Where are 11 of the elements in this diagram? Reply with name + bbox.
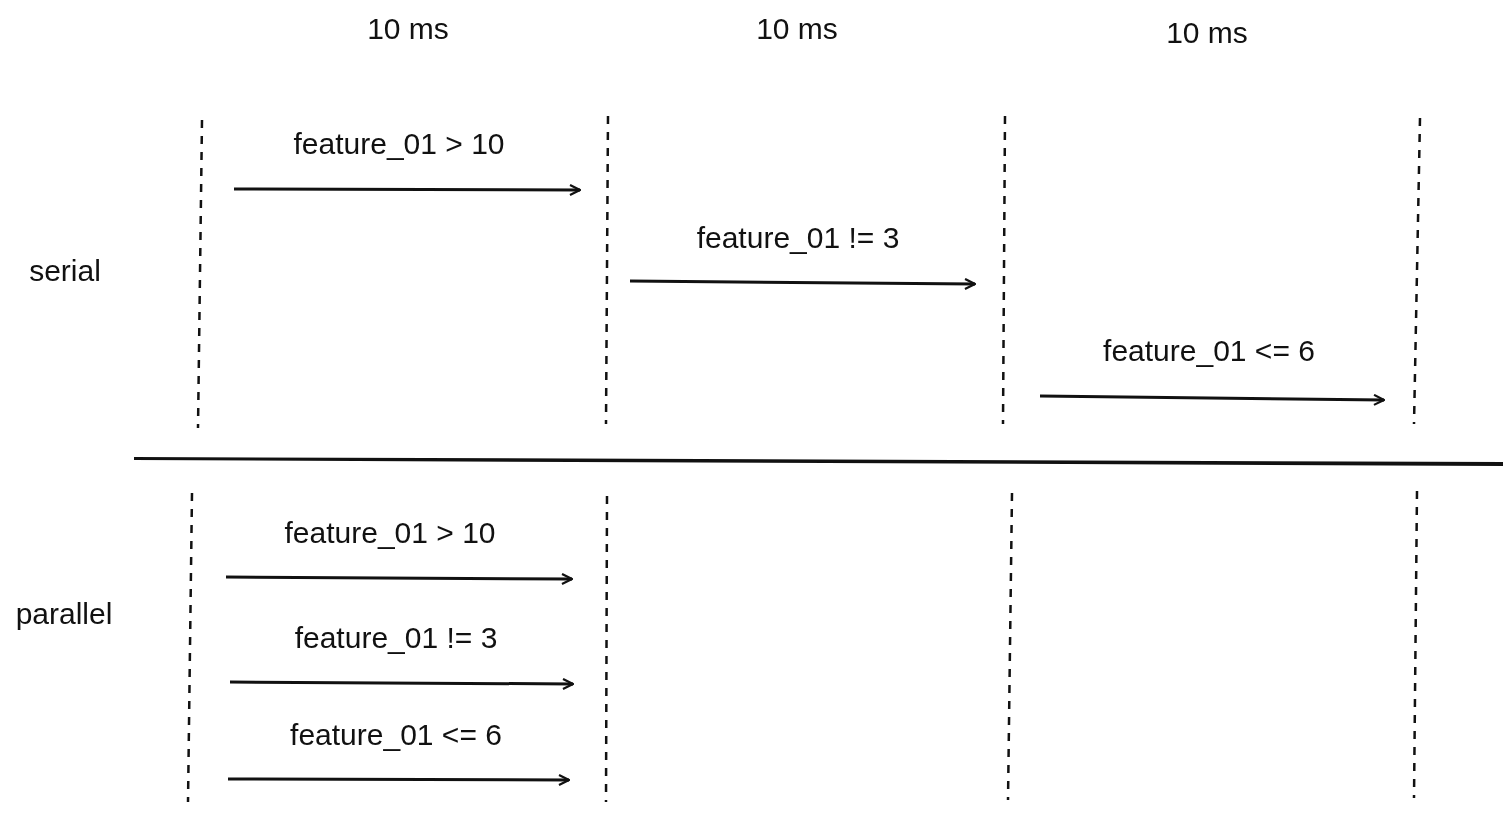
condition-label: feature_01 <= 6 — [1103, 333, 1315, 367]
condition-label: feature_01 <= 6 — [290, 717, 502, 751]
row-label: parallel — [15, 596, 113, 630]
row-label: serial — [29, 253, 101, 287]
duration-label: 10 ms — [756, 11, 838, 45]
condition-label: feature_01 > 10 — [293, 126, 505, 160]
condition-label: feature_01 != 3 — [294, 620, 498, 654]
duration-label: 10 ms — [1166, 15, 1248, 49]
condition-label: feature_01 != 3 — [696, 220, 900, 254]
duration-label: 10 ms — [367, 11, 449, 45]
condition-label: feature_01 > 10 — [284, 515, 496, 549]
